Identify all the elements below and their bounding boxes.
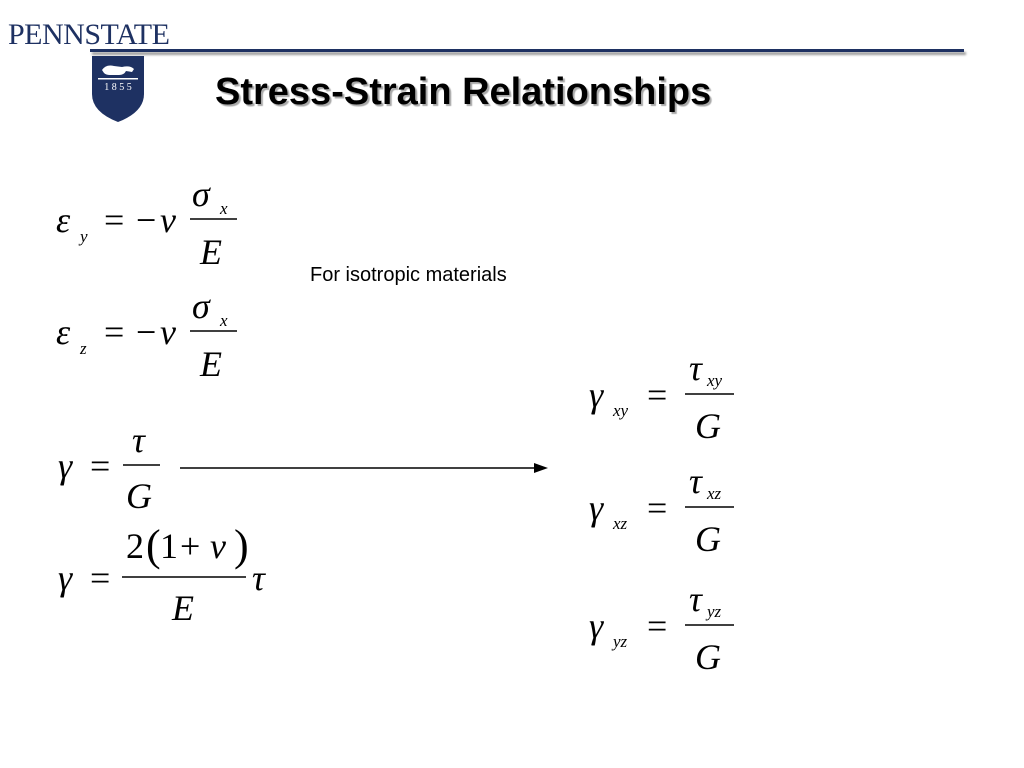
subscript-yz: yz [705, 602, 722, 621]
gamma-symbol: γ [589, 606, 604, 646]
numeral-one: 1 [160, 526, 178, 566]
shear-modulus-G: G [126, 476, 152, 516]
subscript-xy: xy [612, 401, 629, 420]
modulus-E: E [199, 232, 222, 272]
sigma-symbol: σ [192, 174, 211, 214]
equation-epsilon-z: ε z = − ν σ x E [56, 286, 237, 384]
nu-symbol: ν [210, 526, 226, 566]
epsilon-symbol: ε [56, 312, 71, 352]
isotropic-note: For isotropic materials [310, 264, 507, 286]
equals-sign: = [647, 606, 667, 646]
minus-sign: − [136, 200, 156, 240]
equation-gamma-xz: γ xz = τ xz G [589, 461, 734, 559]
modulus-E: E [171, 588, 194, 628]
gamma-symbol: γ [58, 446, 73, 486]
equals-sign: = [90, 558, 110, 598]
tau-symbol: τ [689, 461, 703, 501]
tau-symbol: τ [689, 348, 703, 388]
subscript-xz: xz [706, 484, 722, 503]
lion-icon [102, 65, 134, 75]
tau-symbol: τ [132, 420, 146, 460]
equals-sign: = [104, 312, 124, 352]
subscript-xy: xy [706, 371, 723, 390]
equals-sign: = [90, 446, 110, 486]
shear-modulus-G: G [695, 406, 721, 446]
equals-sign: = [104, 200, 124, 240]
left-paren: ( [146, 521, 161, 570]
seal-year: 1 8 5 5 [104, 82, 132, 93]
equals-sign: = [647, 488, 667, 528]
slide-title: Stress-Strain Relationships [215, 71, 712, 113]
subscript-yz: yz [611, 632, 628, 651]
minus-sign: − [136, 312, 156, 352]
numeral-two: 2 [126, 526, 144, 566]
gamma-symbol: γ [589, 375, 604, 415]
gamma-symbol: γ [58, 558, 73, 598]
subscript-z: z [79, 339, 87, 358]
subscript-x: x [219, 199, 228, 218]
subscript-x: x [219, 311, 228, 330]
header-rule [90, 49, 964, 52]
equation-gamma-xy: γ xy = τ xy G [589, 348, 734, 446]
equals-sign: = [647, 375, 667, 415]
tau-symbol: τ [689, 579, 703, 619]
equation-gamma-tau-over-G: γ = τ G [58, 420, 160, 516]
arrow-right [180, 463, 548, 473]
subscript-xz: xz [612, 514, 628, 533]
nu-symbol: ν [160, 312, 176, 352]
equation-gamma-yz: γ yz = τ yz G [589, 579, 734, 677]
nu-symbol: ν [160, 200, 176, 240]
sigma-symbol: σ [192, 286, 211, 326]
shear-modulus-G: G [695, 519, 721, 559]
gamma-symbol: γ [589, 488, 604, 528]
epsilon-symbol: ε [56, 200, 71, 240]
pennstate-logo-text: PENNSTATE [8, 18, 170, 51]
plus-sign: + [180, 526, 200, 566]
modulus-E: E [199, 344, 222, 384]
shear-modulus-G: G [695, 637, 721, 677]
right-paren: ) [234, 521, 249, 570]
nittany-lion-shield-logo: 1 8 5 5 [92, 56, 144, 122]
subscript-y: y [78, 227, 88, 246]
tau-symbol: τ [252, 558, 266, 598]
equation-gamma-nu-over-E: γ = 2 ( 1 + ν ) E τ [58, 521, 266, 628]
equation-epsilon-y: ε y = − ν σ x E [56, 174, 237, 272]
